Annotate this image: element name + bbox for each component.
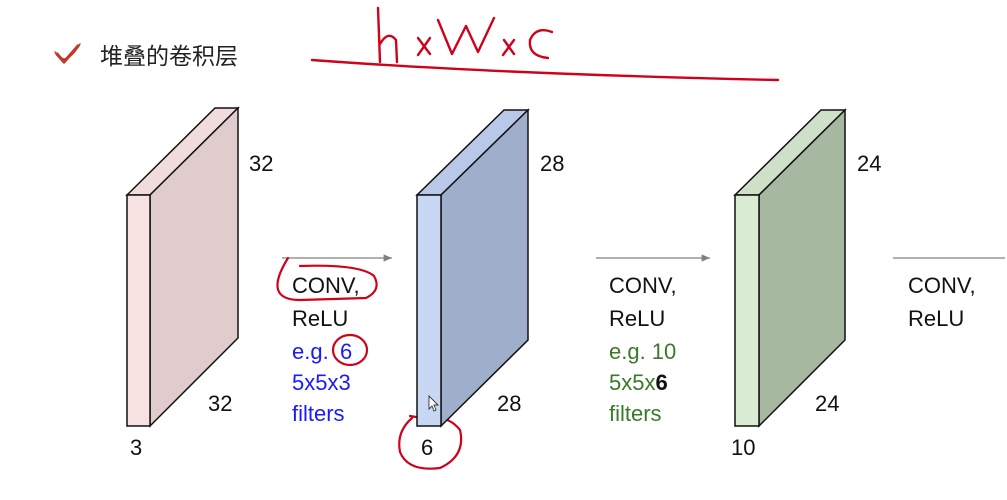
volume-1: 32 32 3 [125, 106, 273, 460]
layer-1-line1: CONV, [292, 273, 360, 298]
volume-3-front [734, 194, 760, 427]
layer-1-label: CONV, ReLU e.g. 6 5x5x3 filters [292, 273, 360, 426]
layer-2-line2: ReLU [609, 306, 665, 331]
handwritten-annotation [310, 6, 780, 82]
layer-2-filter-size: 5x5x6 [609, 370, 668, 395]
handwritten-W [436, 16, 496, 56]
volume-1-front [126, 194, 151, 427]
volume-1-height-label: 32 [249, 151, 273, 176]
layer-3-line1: CONV, [908, 273, 976, 298]
layer-2-line1: CONV, [609, 273, 677, 298]
volume-3-height-label: 24 [857, 151, 881, 176]
handwritten-h [376, 6, 399, 64]
layer-1-filter-size: 5x5x3 [292, 370, 351, 395]
handwritten-underline [310, 58, 780, 82]
circle-around-conv [276, 256, 378, 302]
volume-3-width-label: 24 [815, 391, 839, 416]
volume-3-side [758, 108, 846, 428]
circle-around-depth-six [398, 414, 463, 470]
title-row: 堆叠的卷积层 [52, 36, 238, 72]
layer-2-filters-word: filters [609, 401, 662, 426]
volume-1-width-label: 32 [208, 391, 232, 416]
circle-around-six [331, 333, 369, 367]
handwritten-x1 [416, 36, 432, 57]
volume-1-depth-label: 3 [130, 435, 142, 460]
layer-1-num-filters: 6 [340, 339, 352, 364]
volume-2-width-label: 28 [497, 391, 521, 416]
volume-3: 24 24 10 [731, 108, 881, 460]
volume-1-side [149, 106, 239, 428]
layer-2-label: CONV, ReLU e.g. 10 5x5x6 filters [609, 273, 677, 426]
volume-2-height-label: 28 [540, 151, 564, 176]
layer-2-filter-size-depth: 6 [655, 370, 667, 395]
volume-2-side [440, 108, 529, 428]
handwritten-C [528, 29, 554, 60]
handwritten-x2 [501, 38, 516, 57]
volume-3-depth-label: 10 [731, 435, 755, 460]
volume-2-depth-label: 6 [421, 435, 433, 460]
layer-3-line2: ReLU [908, 306, 964, 331]
layer-1-line2: ReLU [292, 306, 348, 331]
layer-2-example: e.g. 10 [609, 339, 676, 364]
volume-2-front [416, 194, 442, 427]
layer-1-example: e.g. [292, 339, 329, 364]
layer-2-filter-size-prefix: 5x5x [609, 370, 655, 395]
slide-title: 堆叠的卷积层 [100, 44, 238, 70]
circle-annotations [276, 256, 463, 470]
layer-1-filters-word: filters [292, 401, 345, 426]
volume-2: 28 28 6 [415, 108, 564, 460]
layer-3-label: CONV, ReLU [908, 273, 976, 331]
checkmark-icon [54, 43, 81, 64]
mouse-cursor-icon [428, 394, 440, 412]
